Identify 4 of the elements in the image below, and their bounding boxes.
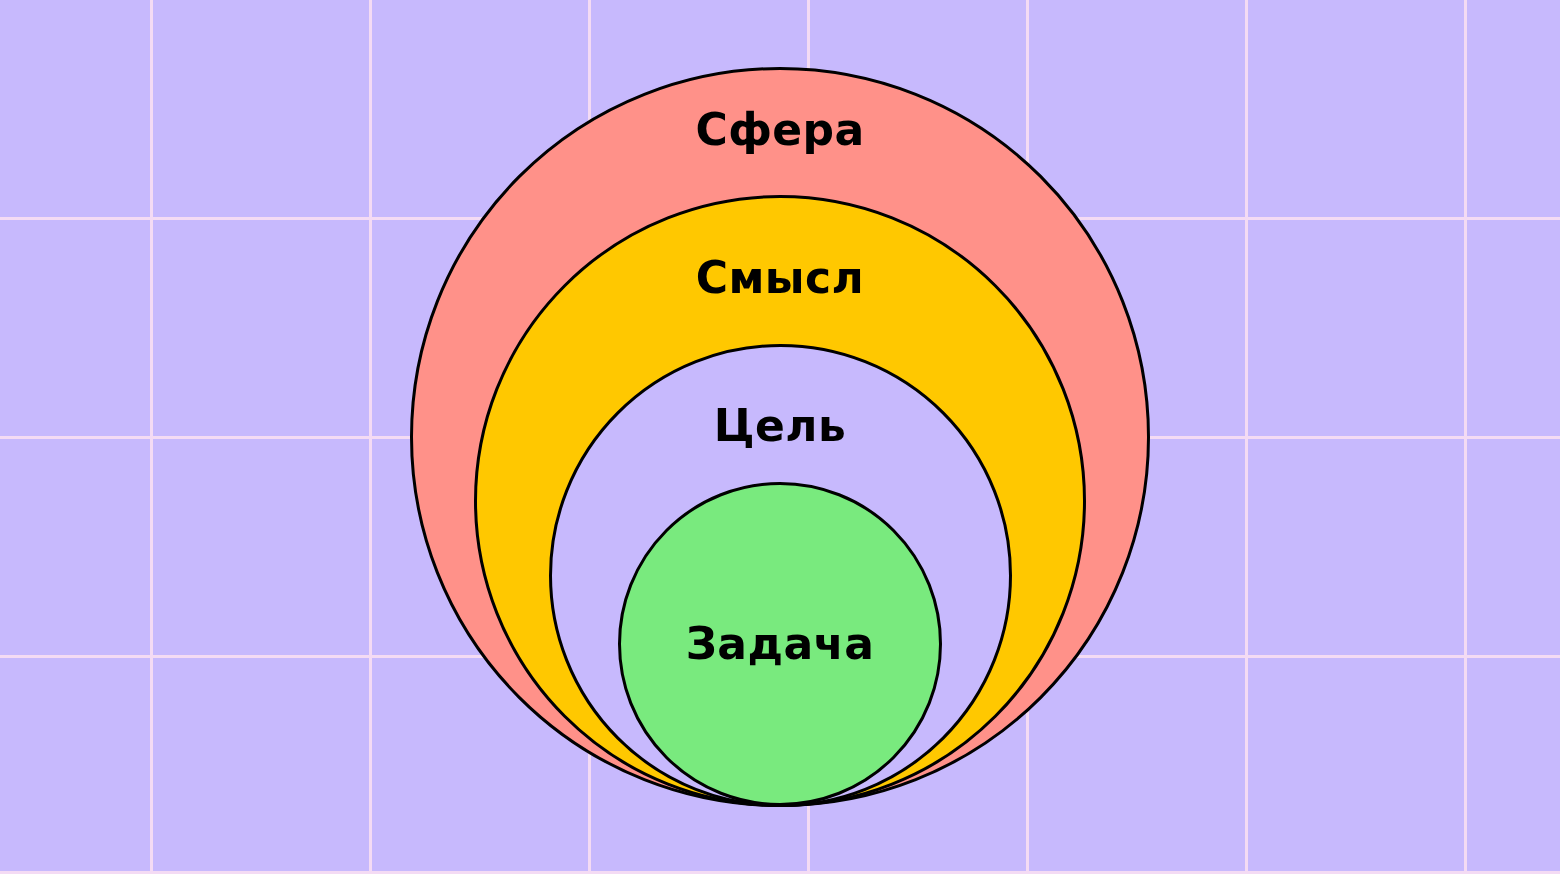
circle-label: Смысл	[695, 256, 865, 300]
circle-label: Цель	[713, 404, 847, 448]
circle-label: Сфера	[695, 108, 865, 152]
circle-label: Задача	[685, 622, 875, 666]
